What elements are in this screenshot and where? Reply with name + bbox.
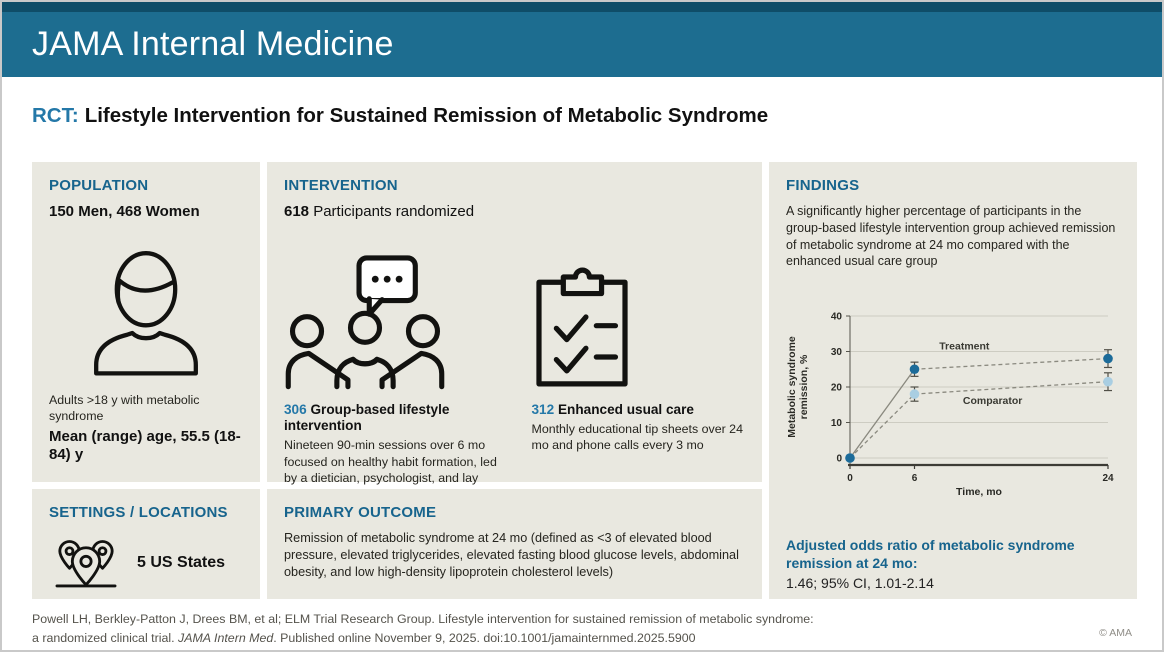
study-title: Lifestyle Intervention for Sustained Rem…	[84, 104, 769, 127]
arm-usual-care: 312 Enhanced usual care Monthly educatio…	[532, 224, 746, 503]
arm-lifestyle-n: 306	[284, 401, 307, 417]
svg-text:40: 40	[831, 312, 843, 323]
clipboard-checklist-icon	[532, 240, 746, 390]
person-icon	[49, 236, 243, 382]
svg-text:Comparator: Comparator	[963, 395, 1023, 407]
top-accent-strip	[2, 2, 1162, 12]
arm-usual-care-label: Enhanced usual care	[557, 401, 694, 417]
settings-heading: SETTINGS / LOCATIONS	[49, 504, 228, 521]
findings-heading: FINDINGS	[786, 177, 860, 194]
svg-text:remission, %: remission, %	[798, 354, 810, 419]
journal-title: JAMA Internal Medicine	[32, 25, 394, 63]
primary-outcome-panel: PRIMARY OUTCOME Remission of metabolic s…	[267, 489, 762, 599]
intervention-heading: INTERVENTION	[284, 177, 398, 194]
population-panel: POPULATION 150 Men, 468 Women Adults >18…	[32, 162, 260, 482]
svg-text:20: 20	[831, 383, 843, 394]
svg-text:30: 30	[831, 347, 843, 358]
arm-lifestyle: 306 Group-based lifestyle intervention N…	[284, 224, 498, 503]
randomized-line: 618 Participants randomized	[284, 203, 745, 222]
findings-panel: FINDINGS A significantly higher percenta…	[769, 162, 1137, 599]
primary-outcome-text: Remission of metabolic syndrome at 24 mo…	[284, 531, 739, 579]
arm-lifestyle-title: 306 Group-based lifestyle intervention	[284, 402, 498, 435]
citation-line-2: a randomized clinical trial. JAMA Intern…	[32, 630, 696, 645]
odds-ratio-value: 1.46; 95% CI, 1.01-2.14	[786, 575, 934, 591]
citation: Powell LH, Berkley-Patton J, Drees BM, e…	[32, 610, 814, 647]
group-discussion-icon	[284, 240, 498, 390]
arm-usual-care-n: 312	[531, 401, 555, 417]
population-age: Mean (range) age, 55.5 (18-84) y	[49, 427, 241, 464]
population-desc: Adults >18 y with metabolic syndrome	[49, 392, 200, 424]
svg-text:10: 10	[831, 418, 843, 429]
svg-text:6: 6	[912, 473, 918, 484]
settings-value: 5 US States	[137, 553, 226, 571]
page-title: RCT:Lifestyle Intervention for Sustained…	[32, 104, 768, 128]
randomized-count: 618	[284, 203, 310, 220]
map-pins-icon	[49, 530, 123, 595]
citation-journal-name: JAMA Intern Med	[178, 630, 274, 645]
intervention-panel: INTERVENTION 618 Participants randomized	[267, 162, 762, 502]
svg-text:0: 0	[836, 454, 842, 465]
primary-outcome-heading: PRIMARY OUTCOME	[284, 504, 437, 521]
masthead: JAMA Internal Medicine	[2, 12, 1162, 77]
population-heading: POPULATION	[49, 177, 149, 194]
svg-text:Time, mo: Time, mo	[956, 486, 1002, 498]
copyright-label: © AMA	[1099, 627, 1132, 639]
citation-line-1: Powell LH, Berkley-Patton J, Drees BM, e…	[32, 612, 814, 626]
svg-text:Treatment: Treatment	[939, 341, 990, 353]
odds-ratio-block: Adjusted odds ratio of metabolic syndrom…	[786, 537, 1120, 591]
randomized-label: Participants randomized	[313, 203, 475, 220]
svg-text:0: 0	[847, 473, 853, 484]
population-counts: 150 Men, 468 Women	[49, 203, 200, 220]
arm-lifestyle-label: Group-based lifestyle intervention	[284, 401, 450, 434]
arm-usual-care-desc: Monthly educational tip sheets over 24 m…	[531, 422, 743, 453]
svg-text:24: 24	[1102, 473, 1114, 484]
odds-ratio-label: Adjusted odds ratio of metabolic syndrom…	[786, 537, 1075, 571]
study-type-tag: RCT:	[32, 104, 79, 127]
svg-text:Metabolic syndrome: Metabolic syndrome	[786, 336, 798, 438]
arm-usual-care-title: 312 Enhanced usual care	[532, 402, 746, 418]
settings-panel: SETTINGS / LOCATIONS 5 US States	[32, 489, 260, 599]
findings-summary: A significantly higher percentage of par…	[786, 204, 1116, 269]
